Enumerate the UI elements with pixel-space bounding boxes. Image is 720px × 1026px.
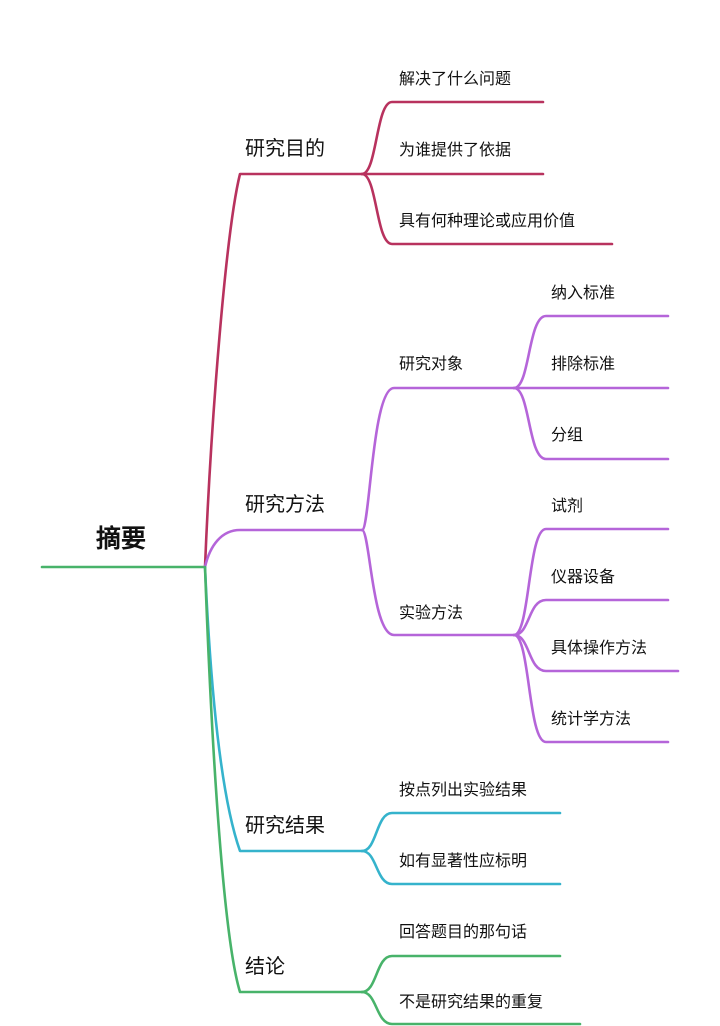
method-connectors	[203, 314, 680, 744]
result-item: 如有显著性应标明	[399, 851, 528, 870]
method-experiment-label: 实验方法	[399, 603, 464, 622]
method-subjects-label: 研究对象	[399, 354, 464, 373]
result-item: 按点列出实验结果	[399, 780, 528, 799]
branch-conclusion-label: 结论	[245, 954, 285, 978]
conclusion-item: 不是研究结果的重复	[399, 992, 544, 1011]
experiment-item: 统计学方法	[551, 709, 632, 728]
subjects-item: 排除标准	[551, 354, 616, 373]
conclusion-item: 回答题目的那句话	[399, 922, 528, 941]
subjects-item: 分组	[551, 425, 584, 444]
conclusion-connectors	[203, 565, 582, 1026]
subjects-item: 纳入标准	[551, 283, 616, 302]
purpose-item: 解决了什么问题	[399, 69, 512, 88]
purpose-item: 具有何种理论或应用价值	[399, 211, 576, 230]
root-label: 摘要	[96, 524, 147, 553]
purpose-connectors	[203, 100, 614, 569]
branch-purpose-label: 研究目的	[245, 136, 325, 160]
experiment-item: 仪器设备	[551, 567, 616, 586]
purpose-item: 为谁提供了依据	[399, 140, 512, 159]
experiment-item: 试剂	[551, 496, 584, 515]
branch-method-label: 研究方法	[245, 492, 325, 516]
branch-result-label: 研究结果	[245, 813, 325, 837]
experiment-item: 具体操作方法	[551, 638, 648, 657]
